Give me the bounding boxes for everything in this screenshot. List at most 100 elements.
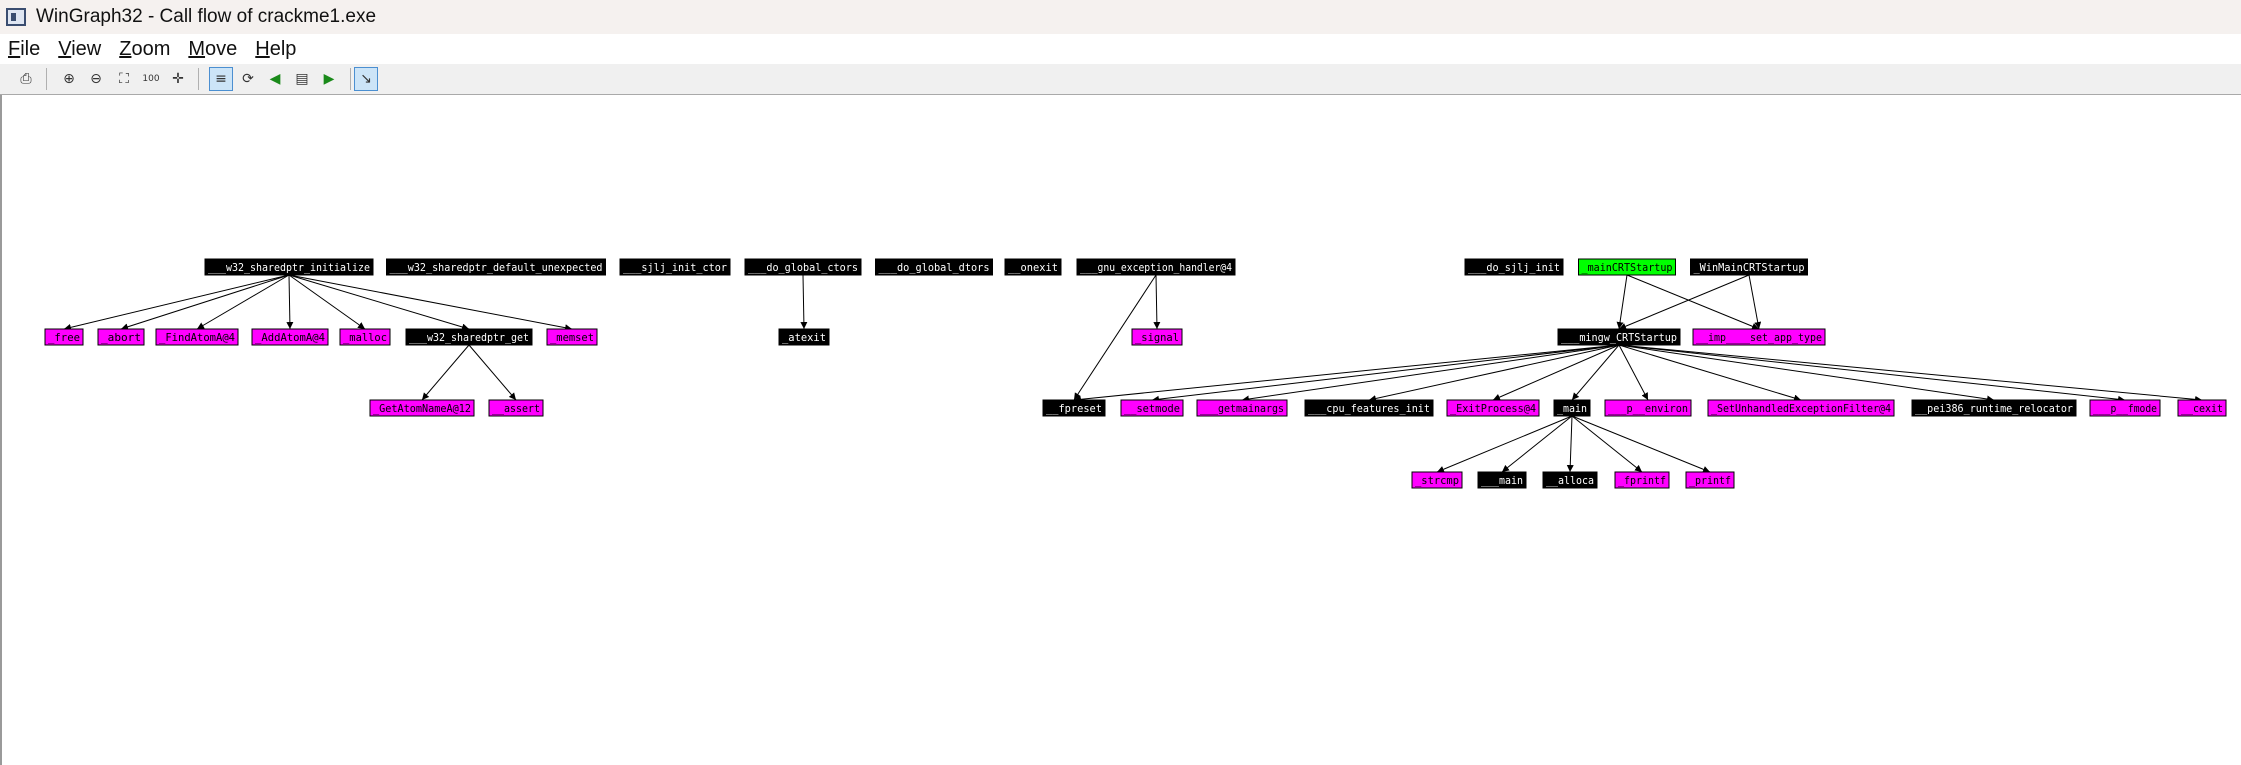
graph-node-box bbox=[369, 399, 475, 417]
zoom-in-button[interactable]: ⊕ bbox=[57, 67, 81, 91]
graph-node-label: _memset bbox=[550, 331, 594, 344]
graph-node[interactable]: _atexit bbox=[778, 328, 830, 346]
prev-button[interactable]: ◀ bbox=[263, 67, 287, 91]
graph-node-box bbox=[1685, 471, 1735, 489]
call-edge bbox=[1616, 274, 1628, 330]
graph-node-label: _malloc bbox=[343, 331, 387, 344]
graph-node[interactable]: _malloc bbox=[339, 328, 391, 346]
next-button[interactable]: ▶ bbox=[317, 67, 341, 91]
graph-node[interactable]: ___do_sjlj_init bbox=[1464, 258, 1564, 276]
graph-node-label: ___p__fmode bbox=[2093, 402, 2157, 415]
graph-node-label: _ExitProcess@4 bbox=[1450, 402, 1536, 415]
call-edge bbox=[288, 274, 470, 331]
graph-node[interactable]: __imp____set_app_type bbox=[1692, 328, 1826, 346]
center-icon: ✛ bbox=[172, 71, 184, 87]
graph-node[interactable]: _SetUnhandledExceptionFilter@4 bbox=[1707, 399, 1895, 417]
graph-node[interactable]: _abort bbox=[97, 328, 145, 346]
graph-node-label: _printf bbox=[1689, 474, 1731, 487]
graph-node[interactable]: _GetAtomNameA@12 bbox=[369, 399, 475, 417]
graph-node-box bbox=[778, 328, 830, 346]
graph-node-label: ___do_global_dtors bbox=[879, 261, 990, 274]
graph-node-box bbox=[1911, 399, 2077, 417]
graph-node[interactable]: ___cpu_features_init bbox=[1304, 399, 1434, 417]
rotate-icon: ⟳ bbox=[242, 71, 254, 87]
call-edge bbox=[1618, 344, 2203, 403]
graph-node-label: __setmode bbox=[1124, 402, 1180, 415]
graph-node[interactable]: ___w32_sharedptr_initialize bbox=[204, 258, 374, 276]
graph-node-label: ___main bbox=[1481, 474, 1523, 487]
zoom-in-icon: ⊕ bbox=[63, 71, 75, 87]
call-edge bbox=[120, 274, 290, 331]
graph-node-label: _main bbox=[1557, 402, 1587, 415]
select-icon: ↘ bbox=[360, 71, 372, 87]
zoom-out-button[interactable]: ⊖ bbox=[84, 67, 108, 91]
graph-node[interactable]: _fprintf bbox=[1614, 471, 1670, 489]
graph-node[interactable]: _ExitProcess@4 bbox=[1446, 399, 1540, 417]
graph-node-label: __alloca bbox=[1546, 474, 1594, 487]
graph-node[interactable]: ___sjlj_init_ctor bbox=[619, 258, 731, 276]
graph-node[interactable]: ___mingw_CRTStartup bbox=[1557, 328, 1681, 346]
graph-node[interactable]: _free bbox=[44, 328, 84, 346]
graph-node-label: _AddAtomA@4 bbox=[255, 331, 325, 344]
graph-node[interactable]: __onexit bbox=[1004, 258, 1062, 276]
graph-node[interactable]: _main bbox=[1553, 399, 1591, 417]
graph-node-box bbox=[1411, 471, 1463, 489]
graph-node[interactable]: ___p__fmode bbox=[2089, 399, 2161, 417]
center-button[interactable]: ✛ bbox=[166, 67, 190, 91]
graph-node[interactable]: _FindAtomA@4 bbox=[155, 328, 239, 346]
graph-node-box bbox=[1120, 399, 1184, 417]
graph-node-box bbox=[2177, 399, 2227, 417]
print-button[interactable]: ⎙ bbox=[14, 67, 38, 91]
menu-view[interactable]: View bbox=[58, 37, 102, 60]
menu-help[interactable]: Help bbox=[255, 37, 297, 60]
zoom-100-button[interactable]: 100 bbox=[139, 67, 163, 91]
call-edge bbox=[63, 274, 290, 331]
graph-node[interactable]: ___w32_sharedptr_default_unexpected bbox=[386, 258, 606, 276]
graph-node[interactable]: ___do_global_dtors bbox=[875, 258, 993, 276]
graph-node[interactable]: _AddAtomA@4 bbox=[251, 328, 329, 346]
graph-node[interactable]: _printf bbox=[1685, 471, 1735, 489]
graph-node[interactable]: ___w32_sharedptr_get bbox=[405, 328, 533, 346]
menu-file[interactable]: File bbox=[8, 37, 41, 60]
graph-node[interactable]: _mainCRTStartup bbox=[1578, 258, 1676, 276]
graph-canvas[interactable]: ___w32_sharedptr_initialize ___w32_shared… bbox=[0, 95, 2241, 765]
layout-button[interactable]: ≡ bbox=[209, 67, 233, 91]
print-icon: ⎙ bbox=[20, 71, 32, 87]
graph-node[interactable]: ___do_global_ctors bbox=[744, 258, 862, 276]
graph-node[interactable]: _memset bbox=[546, 328, 598, 346]
call-edge bbox=[1618, 344, 1802, 402]
graph-node-box bbox=[1542, 471, 1598, 489]
graph-node[interactable]: __fpreset bbox=[1042, 399, 1106, 417]
graph-node-box bbox=[155, 328, 239, 346]
call-edge bbox=[1153, 274, 1161, 330]
graph-node[interactable]: __cexit bbox=[2177, 399, 2227, 417]
rotate-button[interactable]: ⟳ bbox=[236, 67, 260, 91]
select-button[interactable]: ↘ bbox=[354, 67, 378, 91]
graph-node-box bbox=[1614, 471, 1670, 489]
graph-node-box bbox=[386, 258, 606, 276]
graph-node-label: _SetUnhandledExceptionFilter@4 bbox=[1711, 402, 1891, 415]
graph-node[interactable]: _strcmp bbox=[1411, 471, 1463, 489]
call-edge bbox=[196, 274, 290, 330]
graph-node[interactable]: ___getmainargs bbox=[1196, 399, 1288, 417]
fit-window-button[interactable]: ⛶ bbox=[112, 67, 136, 91]
menu-move[interactable]: Move bbox=[188, 37, 238, 60]
graph-node-box bbox=[2089, 399, 2161, 417]
graph-node[interactable]: ___p__environ bbox=[1604, 399, 1692, 417]
call-edge bbox=[1571, 344, 1620, 401]
nodes-button[interactable]: ▤ bbox=[290, 67, 314, 91]
graph-node[interactable]: __assert bbox=[488, 399, 544, 417]
graph-node[interactable]: _WinMainCRTStartup bbox=[1690, 258, 1808, 276]
graph-node[interactable]: ___main bbox=[1477, 471, 1527, 489]
graph-node[interactable]: ___gnu_exception_handler@4 bbox=[1076, 258, 1236, 276]
call-edge bbox=[1748, 274, 1762, 330]
graph-node-label: ___mingw_CRTStartup bbox=[1561, 331, 1677, 344]
graph-node[interactable]: __pei386_runtime_relocator bbox=[1911, 399, 2077, 417]
menu-zoom[interactable]: Zoom bbox=[119, 37, 171, 60]
graph-node[interactable]: _signal bbox=[1131, 328, 1183, 346]
graph-edges bbox=[63, 274, 2203, 473]
graph-node[interactable]: __setmode bbox=[1120, 399, 1184, 417]
call-edge bbox=[1618, 274, 1750, 330]
graph-node-label: _mainCRTStartup bbox=[1582, 261, 1673, 274]
graph-node[interactable]: __alloca bbox=[1542, 471, 1598, 489]
